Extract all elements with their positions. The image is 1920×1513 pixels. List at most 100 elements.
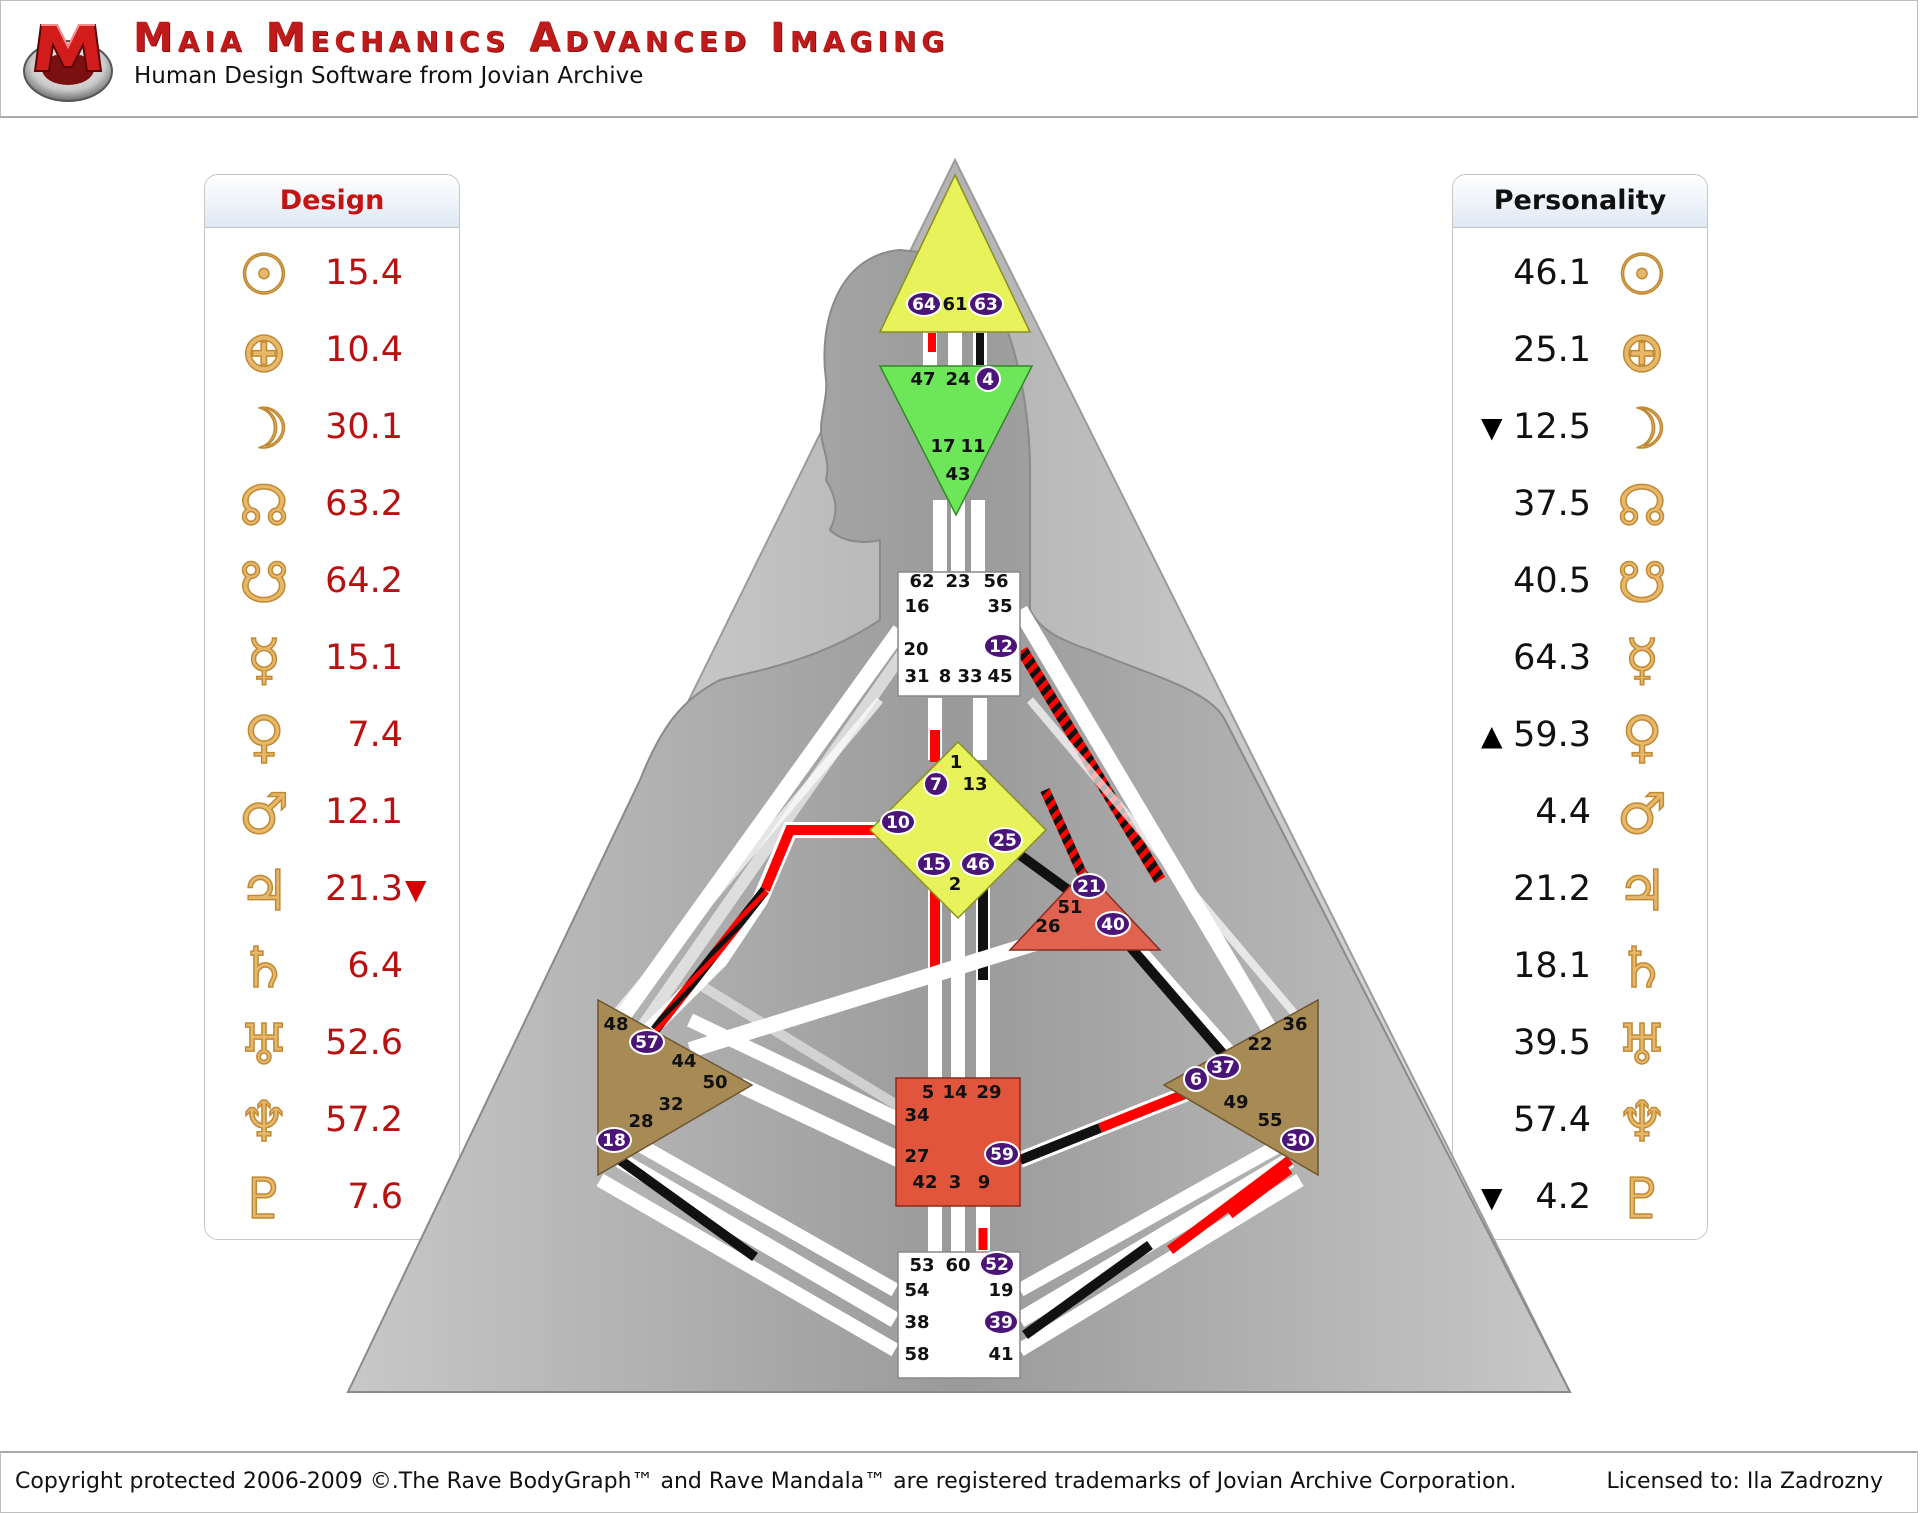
personality-row-neptune[interactable]: ♆57.4: [1453, 1086, 1707, 1163]
gate-62-label[interactable]: 62: [909, 571, 934, 592]
design-row-south-node[interactable]: ☋64.2: [205, 547, 459, 624]
gate-17-label[interactable]: 17: [930, 436, 955, 457]
personality-row-sun[interactable]: ☉46.1: [1453, 239, 1707, 316]
gate-52-label[interactable]: 52: [985, 1255, 1009, 1275]
gate-27-label[interactable]: 27: [904, 1146, 929, 1167]
gate-39-label[interactable]: 39: [989, 1313, 1013, 1333]
gate-29-label[interactable]: 29: [976, 1082, 1001, 1103]
g-center[interactable]: [868, 740, 1048, 920]
design-row-north-node[interactable]: ☊63.2: [205, 470, 459, 547]
gate-37-label[interactable]: 37: [1211, 1058, 1235, 1078]
gate-24-label[interactable]: 24: [945, 369, 970, 390]
gate-64-label[interactable]: 64: [912, 295, 936, 315]
design-row-mars[interactable]: ♂12.1: [205, 778, 459, 855]
gate-11-label[interactable]: 11: [960, 436, 985, 457]
personality-row-saturn[interactable]: ♄18.1: [1453, 932, 1707, 1009]
gate-7-label[interactable]: 7: [930, 775, 942, 795]
personality-value-neptune: 57.4: [1513, 1100, 1591, 1140]
gate-51-label[interactable]: 51: [1057, 897, 1082, 918]
gate-59-label[interactable]: 59: [990, 1145, 1014, 1165]
gate-41-label[interactable]: 41: [988, 1344, 1013, 1365]
gate-1-label[interactable]: 1: [950, 752, 963, 773]
gate-50-label[interactable]: 50: [702, 1072, 727, 1093]
gate-63-label[interactable]: 63: [974, 295, 998, 315]
personality-row-mars[interactable]: ♂4.4: [1453, 778, 1707, 855]
gate-45-label[interactable]: 45: [987, 666, 1012, 687]
copyright-text: Copyright protected 2006-2009 ©.The Rave…: [15, 1469, 1517, 1494]
design-row-uranus[interactable]: ♅52.6: [205, 1009, 459, 1086]
personality-row-south-node[interactable]: ☋40.5: [1453, 547, 1707, 624]
gate-28-label[interactable]: 28: [628, 1111, 653, 1132]
gate-13-label[interactable]: 13: [962, 774, 987, 795]
design-row-saturn[interactable]: ♄6.4: [205, 932, 459, 1009]
gate-58-label[interactable]: 58: [904, 1344, 929, 1365]
design-row-moon[interactable]: ☽30.1: [205, 393, 459, 470]
gate-23-label[interactable]: 23: [945, 571, 970, 592]
gate-43-label[interactable]: 43: [945, 464, 970, 485]
gate-2-label[interactable]: 2: [949, 874, 962, 895]
gate-15-label[interactable]: 15: [922, 855, 946, 875]
design-row-neptune[interactable]: ♆57.2: [205, 1086, 459, 1163]
gate-46-label[interactable]: 46: [966, 855, 990, 875]
gate-48-label[interactable]: 48: [603, 1014, 628, 1035]
gate-34-label[interactable]: 34: [904, 1105, 929, 1126]
gate-12-label[interactable]: 12: [989, 637, 1013, 657]
gate-33-label[interactable]: 33: [957, 666, 982, 687]
gate-6-label[interactable]: 6: [1190, 1070, 1202, 1090]
gate-61-label[interactable]: 61: [942, 294, 967, 315]
gate-22-label[interactable]: 22: [1247, 1034, 1272, 1055]
gate-18-label[interactable]: 18: [602, 1131, 626, 1151]
personality-value-north-node: 37.5: [1513, 484, 1591, 524]
personality-row-mercury[interactable]: ☿64.3: [1453, 624, 1707, 701]
personality-row-earth[interactable]: ⊕25.1: [1453, 316, 1707, 393]
mercury-glyph-icon: ☿: [1624, 627, 1660, 694]
gate-14-label[interactable]: 14: [942, 1082, 967, 1103]
gate-57-label[interactable]: 57: [635, 1033, 659, 1053]
gate-60-label[interactable]: 60: [945, 1255, 970, 1276]
gate-54-label[interactable]: 54: [904, 1280, 929, 1301]
gate-56-label[interactable]: 56: [983, 571, 1008, 592]
gate-36-label[interactable]: 36: [1282, 1014, 1307, 1035]
venus-glyph-icon: ♀: [1621, 704, 1664, 771]
gate-32-label[interactable]: 32: [658, 1094, 683, 1115]
gate-26-label[interactable]: 26: [1035, 916, 1060, 937]
personality-row-pluto[interactable]: ♇4.2▼: [1453, 1163, 1707, 1240]
gate-49-label[interactable]: 49: [1223, 1092, 1248, 1113]
gate-20-label[interactable]: 20: [903, 639, 928, 660]
gate-8-label[interactable]: 8: [939, 666, 952, 687]
design-row-mercury[interactable]: ☿15.1: [205, 624, 459, 701]
app-title: Maia Mechanics Advanced Imaging: [133, 15, 950, 61]
gate-30-label[interactable]: 30: [1286, 1131, 1310, 1151]
gate-55-label[interactable]: 55: [1257, 1110, 1282, 1131]
gate-16-label[interactable]: 16: [904, 596, 929, 617]
personality-row-uranus[interactable]: ♅39.5: [1453, 1009, 1707, 1086]
design-row-jupiter[interactable]: ♃21.3▼: [205, 855, 459, 932]
gate-25-label[interactable]: 25: [993, 831, 1017, 851]
gate-21-label[interactable]: 21: [1077, 877, 1101, 897]
personality-row-jupiter[interactable]: ♃21.2: [1453, 855, 1707, 932]
gate-53-label[interactable]: 53: [909, 1255, 934, 1276]
gate-31-label[interactable]: 31: [904, 666, 929, 687]
gate-44-label[interactable]: 44: [671, 1051, 696, 1072]
personality-row-venus[interactable]: ♀59.3▲: [1453, 701, 1707, 778]
gate-47-label[interactable]: 47: [910, 369, 935, 390]
design-row-earth[interactable]: ⊕10.4: [205, 316, 459, 393]
ajna-center[interactable]: [878, 365, 1034, 517]
personality-row-north-node[interactable]: ☊37.5: [1453, 470, 1707, 547]
design-row-sun[interactable]: ☉15.4: [205, 239, 459, 316]
personality-row-moon[interactable]: ☽12.5▼: [1453, 393, 1707, 470]
gate-5-label[interactable]: 5: [922, 1082, 935, 1103]
gate-38-label[interactable]: 38: [904, 1312, 929, 1333]
gate-35-label[interactable]: 35: [987, 596, 1012, 617]
design-row-pluto[interactable]: ♇7.6: [205, 1163, 459, 1240]
design-row-venus[interactable]: ♀7.4: [205, 701, 459, 778]
gate-19-label[interactable]: 19: [988, 1280, 1013, 1301]
gate-3-label[interactable]: 3: [949, 1172, 962, 1193]
gate-9-label[interactable]: 9: [978, 1172, 991, 1193]
solar-plexus-center[interactable]: [1162, 998, 1319, 1177]
gate-40-label[interactable]: 40: [1101, 915, 1125, 935]
gate-4-label[interactable]: 4: [982, 370, 994, 390]
gate-42-label[interactable]: 42: [912, 1172, 937, 1193]
gate-10-label[interactable]: 10: [886, 813, 910, 833]
